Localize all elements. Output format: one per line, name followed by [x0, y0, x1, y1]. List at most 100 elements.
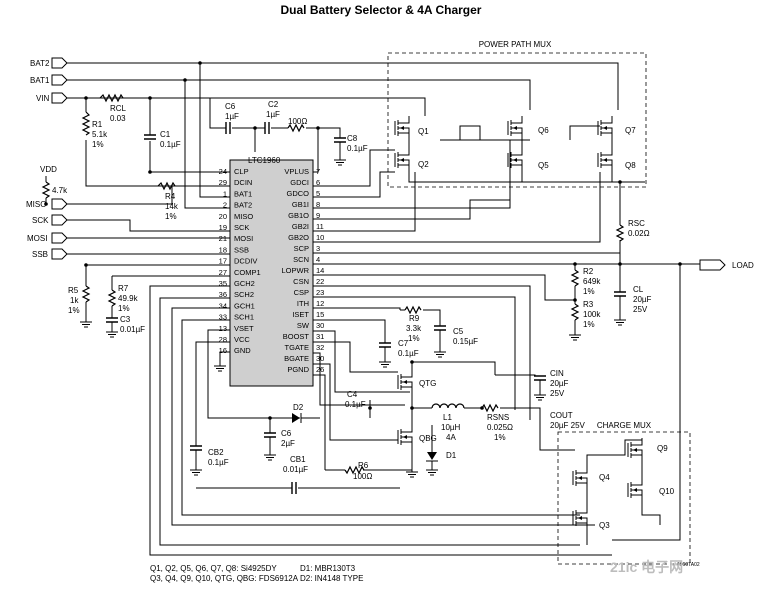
svg-text:0.1µF: 0.1µF: [160, 140, 181, 149]
chip-pin-number: 2: [223, 201, 227, 210]
chip-pin-number: 7: [316, 167, 320, 176]
qbg-mosfet: [397, 424, 420, 450]
mosi-port: MOSI: [27, 232, 68, 244]
footnote-q-types-1: Q1, Q2, Q5, Q6, Q7, Q8: Si4925DY: [150, 564, 277, 573]
svg-text:Q3: Q3: [599, 521, 610, 530]
chip-pin-name: SCH2: [234, 290, 254, 299]
chip-pin-number: 11: [316, 222, 324, 231]
svg-text:Q10: Q10: [659, 487, 675, 496]
chip-pin-number: 10: [316, 233, 324, 242]
svg-text:CB2: CB2: [208, 448, 224, 457]
chip-pin-number: 13: [219, 324, 227, 333]
chip-pin-name: GB1I: [292, 200, 309, 209]
svg-text:SCK: SCK: [32, 216, 49, 225]
svg-text:5.1k: 5.1k: [92, 130, 108, 139]
svg-text:R3: R3: [583, 300, 594, 309]
svg-text:C4: C4: [347, 390, 358, 399]
svg-text:QTG: QTG: [419, 379, 436, 388]
svg-text:R9: R9: [409, 314, 420, 323]
chip-pin-name: SCN: [293, 255, 309, 264]
chip-pin-name: GB1O: [288, 211, 309, 220]
chip-pin-name: DCIN: [234, 178, 252, 187]
chip-pin-name: SSB: [234, 245, 249, 254]
watermark: 21ic 电子网: [610, 559, 683, 575]
chip-pin-number: 27: [219, 268, 227, 277]
svg-text:25V: 25V: [633, 305, 648, 314]
chip-pin-number: 31: [316, 332, 324, 341]
svg-text:1%: 1%: [165, 212, 177, 221]
charge-mux-label: CHARGE MUX: [597, 421, 652, 430]
chip-pin-number: 9: [316, 211, 320, 220]
svg-text:L1: L1: [443, 413, 452, 422]
svg-text:0.1µF: 0.1µF: [398, 349, 419, 358]
chip-pin-number: 19: [219, 223, 227, 232]
svg-text:100Ω: 100Ω: [353, 472, 372, 481]
chip-pin-number: 3: [316, 244, 320, 253]
svg-text:100k: 100k: [583, 310, 601, 319]
chip-pin-name: VCC: [234, 335, 250, 344]
chip-pin-number: 29: [219, 178, 227, 187]
svg-text:C7: C7: [398, 339, 409, 348]
svg-text:Q6: Q6: [538, 126, 549, 135]
ssb-port: SSB: [32, 248, 68, 260]
svg-text:CIN: CIN: [550, 369, 564, 378]
chip-pin-number: 6: [316, 178, 320, 187]
svg-text:C6: C6: [225, 102, 236, 111]
chip-pin-name: VSET: [234, 324, 254, 333]
q6-mosfet: [507, 115, 530, 141]
svg-text:VDD: VDD: [40, 165, 57, 174]
svg-text:COUT: COUT: [550, 411, 573, 420]
svg-text:1µF: 1µF: [225, 112, 239, 121]
chip-name: LTC1960: [248, 156, 281, 165]
svg-text:1%: 1%: [494, 433, 506, 442]
chip-pin-number: 36: [219, 290, 227, 299]
power-path-mux-box: [387, 52, 647, 188]
svg-text:R2: R2: [583, 267, 594, 276]
chip-pin-number: 35: [219, 279, 227, 288]
chip-pin-number: 4: [316, 255, 320, 264]
svg-text:R5: R5: [68, 286, 79, 295]
ltc1960-chip: [229, 159, 314, 387]
svg-text:R6: R6: [358, 461, 369, 470]
svg-text:0.03: 0.03: [110, 114, 126, 123]
chip-pin-name: BAT1: [234, 189, 252, 198]
chip-pin-number: 30: [316, 321, 324, 330]
chip-pin-number: 14: [316, 266, 324, 275]
chip-pin-number: 33: [219, 313, 227, 322]
chip-pin-name: GND: [234, 346, 251, 355]
chip-pin-number: 8: [316, 200, 320, 209]
chip-pin-number: 23: [316, 288, 324, 297]
q9-mosfet: [627, 437, 650, 463]
rcl-resistor: [99, 93, 124, 103]
q3-mosfet: [572, 505, 595, 531]
chip-pin-name: GCH2: [234, 279, 255, 288]
footnote-d2: D2: IN4148 TYPE: [300, 574, 363, 583]
svg-text:1%: 1%: [583, 287, 595, 296]
chip-pin-number: 24: [219, 167, 227, 176]
bat2-port: BAT2: [30, 57, 68, 69]
svg-text:D2: D2: [293, 403, 304, 412]
chip-pin-name: GCH1: [234, 301, 255, 310]
miso-port: MISO: [26, 198, 68, 210]
chip-pin-name: GDCO: [287, 189, 310, 198]
load-port: LOAD: [699, 259, 754, 271]
svg-text:MOSI: MOSI: [27, 234, 47, 243]
q2-mosfet: [394, 147, 417, 173]
chip-pin-name: VPLUS: [284, 167, 309, 176]
svg-text:49.9k: 49.9k: [118, 294, 139, 303]
svg-text:1%: 1%: [92, 140, 104, 149]
svg-text:0.025Ω: 0.025Ω: [487, 423, 513, 432]
chip-pin-number: 18: [219, 245, 227, 254]
chip-pin-number: 28: [219, 335, 227, 344]
svg-text:0.1µF: 0.1µF: [347, 144, 368, 153]
svg-text:1%: 1%: [583, 320, 595, 329]
svg-text:0.15µF: 0.15µF: [453, 337, 478, 346]
svg-text:1%: 1%: [408, 334, 420, 343]
svg-text:C1: C1: [160, 130, 171, 139]
svg-text:Q9: Q9: [657, 444, 668, 453]
svg-text:BAT2: BAT2: [30, 59, 50, 68]
footnote-q-types-2: Q3, Q4, Q9, Q10, QTG, QBG: FDS6912A: [150, 574, 299, 583]
q1-mosfet: [394, 115, 417, 141]
svg-text:1%: 1%: [68, 306, 80, 315]
